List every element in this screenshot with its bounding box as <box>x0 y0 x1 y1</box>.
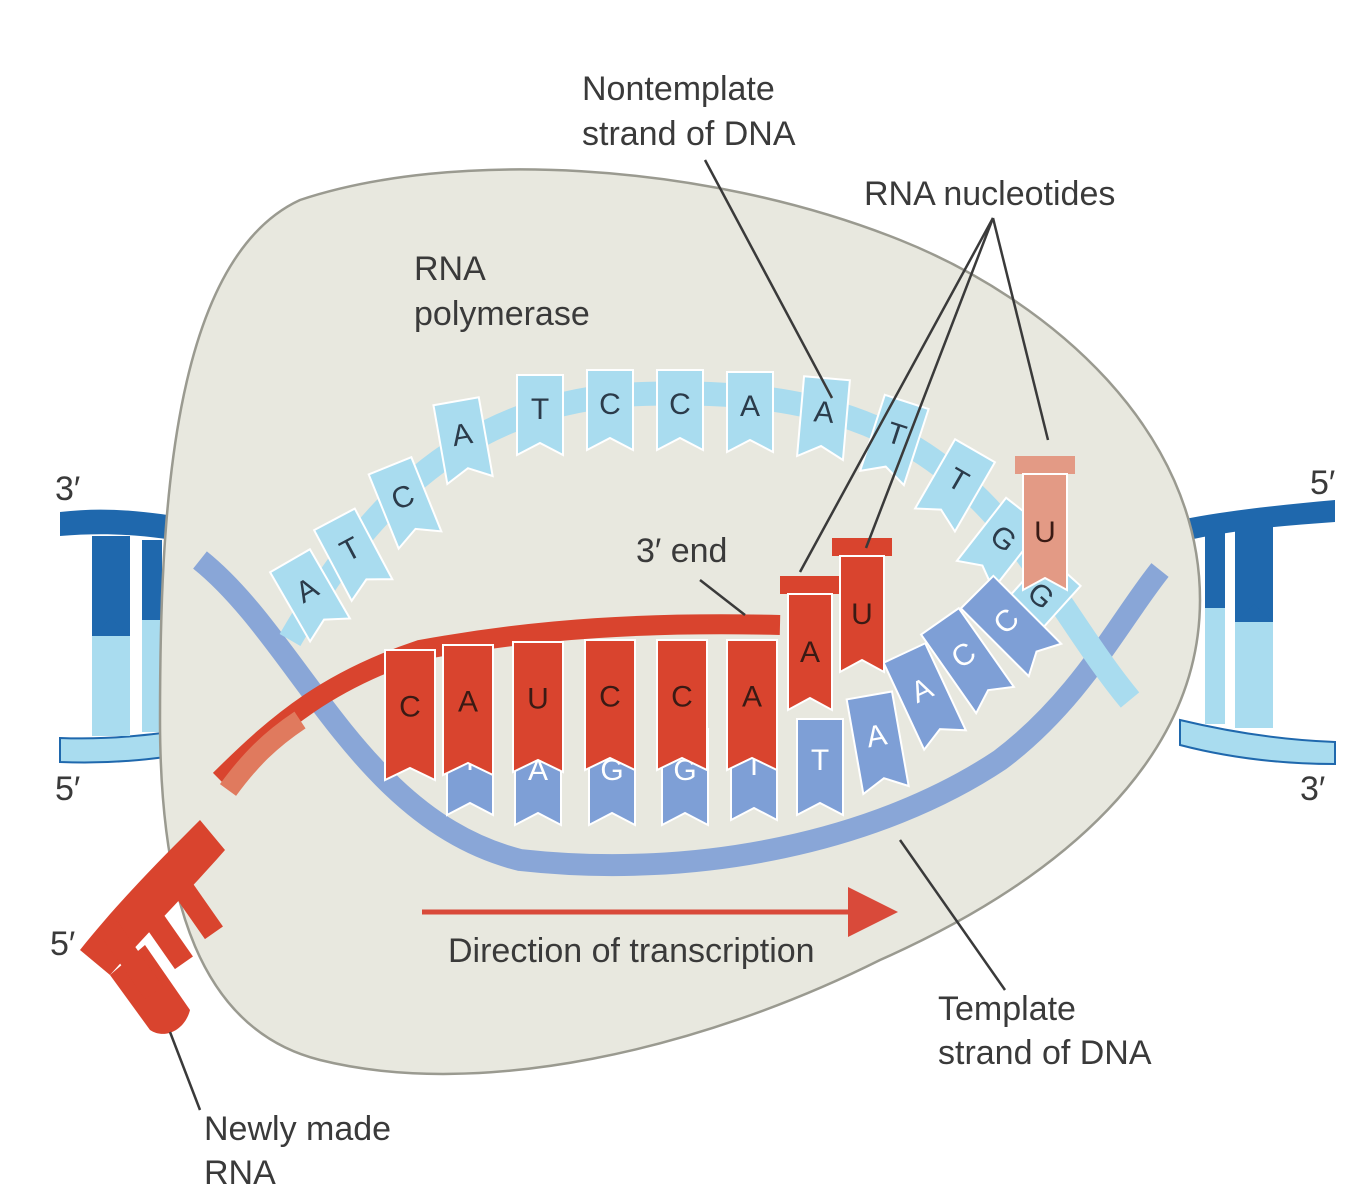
rna-base: C <box>384 649 436 782</box>
incoming-nucleotides: AUU <box>780 456 1075 712</box>
three-prime-end-leader <box>699 579 746 616</box>
nontemplate-base: G <box>955 496 1044 592</box>
nontemplate-leader <box>703 159 834 399</box>
rna-exit-strand <box>219 711 306 796</box>
nucleotide-leader-2 <box>864 217 995 549</box>
rna-base-letter: C <box>399 690 421 723</box>
label-direction: Direction of transcription <box>448 932 815 970</box>
incoming-nucleotide: U <box>1015 456 1075 592</box>
template-leader <box>898 839 1007 991</box>
label-rna-nucleotides: RNA nucleotides <box>864 175 1115 213</box>
rna-base-letter: A <box>742 680 762 713</box>
template-strand-backbone <box>193 551 1169 877</box>
label-template-line2: strand of DNA <box>938 1034 1152 1072</box>
label-polymerase-line2: polymerase <box>414 295 590 333</box>
end-rna-5prime: 5′ <box>50 925 75 963</box>
nontemplate-base-letter: T <box>531 393 549 426</box>
nucleotide-leader-1 <box>798 217 995 573</box>
rna-base-letter: C <box>599 680 621 713</box>
incoming-nucleotide-letter: U <box>1034 516 1056 549</box>
nontemplate-base: C <box>586 369 634 452</box>
nontemplate-base: A <box>726 371 774 454</box>
newly-made-leader <box>168 1031 202 1111</box>
rna-base-letter: A <box>458 685 478 718</box>
end-right-bottom: 3′ <box>1300 770 1325 808</box>
right-dna-helix <box>1179 500 1336 766</box>
label-three-prime-end: 3′ end <box>636 532 727 570</box>
nontemplate-base-letter: C <box>669 388 691 421</box>
label-nontemplate-line2: strand of DNA <box>582 115 796 153</box>
nontemplate-base: A <box>268 547 352 644</box>
nontemplate-base-letter: A <box>813 395 836 430</box>
template-base: T <box>796 718 844 817</box>
end-left-bottom: 5′ <box>55 770 80 808</box>
nucleotide-leader-3 <box>991 217 1050 441</box>
end-left-top: 3′ <box>55 470 80 508</box>
nontemplate-base: A <box>432 396 494 486</box>
rna-base: C <box>656 639 708 772</box>
label-newly-made-line2: RNA <box>204 1154 276 1192</box>
label-newly-made-line1: Newly made <box>204 1110 391 1148</box>
incoming-nucleotide: U <box>832 538 892 674</box>
nontemplate-base: C <box>656 369 704 452</box>
template-base: C <box>959 574 1064 679</box>
rna-base: A <box>726 639 778 772</box>
rna-base: U <box>512 641 564 774</box>
nontemplate-base: T <box>516 374 564 457</box>
leader-lines <box>168 159 1050 1111</box>
template-base-letter: T <box>811 744 829 777</box>
nontemplate-base: A <box>795 375 851 462</box>
nontemplate-base-letter: A <box>740 390 760 423</box>
label-template-line1: Template <box>938 990 1076 1028</box>
nontemplate-base: C <box>367 455 443 551</box>
label-polymerase-line1: RNA <box>414 250 486 288</box>
incoming-nucleotide-letter: A <box>800 636 820 669</box>
incoming-nucleotide-letter: U <box>851 598 873 631</box>
rna-base: A <box>442 644 494 777</box>
rna-base-letter: U <box>527 682 549 715</box>
template-base: A <box>882 641 968 752</box>
newly-made-rna-tail <box>80 820 225 1034</box>
rna-base: C <box>584 639 636 772</box>
template-base: C <box>919 606 1016 716</box>
rna-base-letter: C <box>671 680 693 713</box>
nontemplate-base-letter: C <box>599 388 621 421</box>
nontemplate-base: T <box>913 437 997 534</box>
template-base: A <box>845 690 910 796</box>
end-right-top: 5′ <box>1310 464 1335 502</box>
label-nontemplate-line1: Nontemplate <box>582 70 775 108</box>
incoming-nucleotide: A <box>780 576 840 712</box>
nontemplate-base: T <box>312 507 394 603</box>
